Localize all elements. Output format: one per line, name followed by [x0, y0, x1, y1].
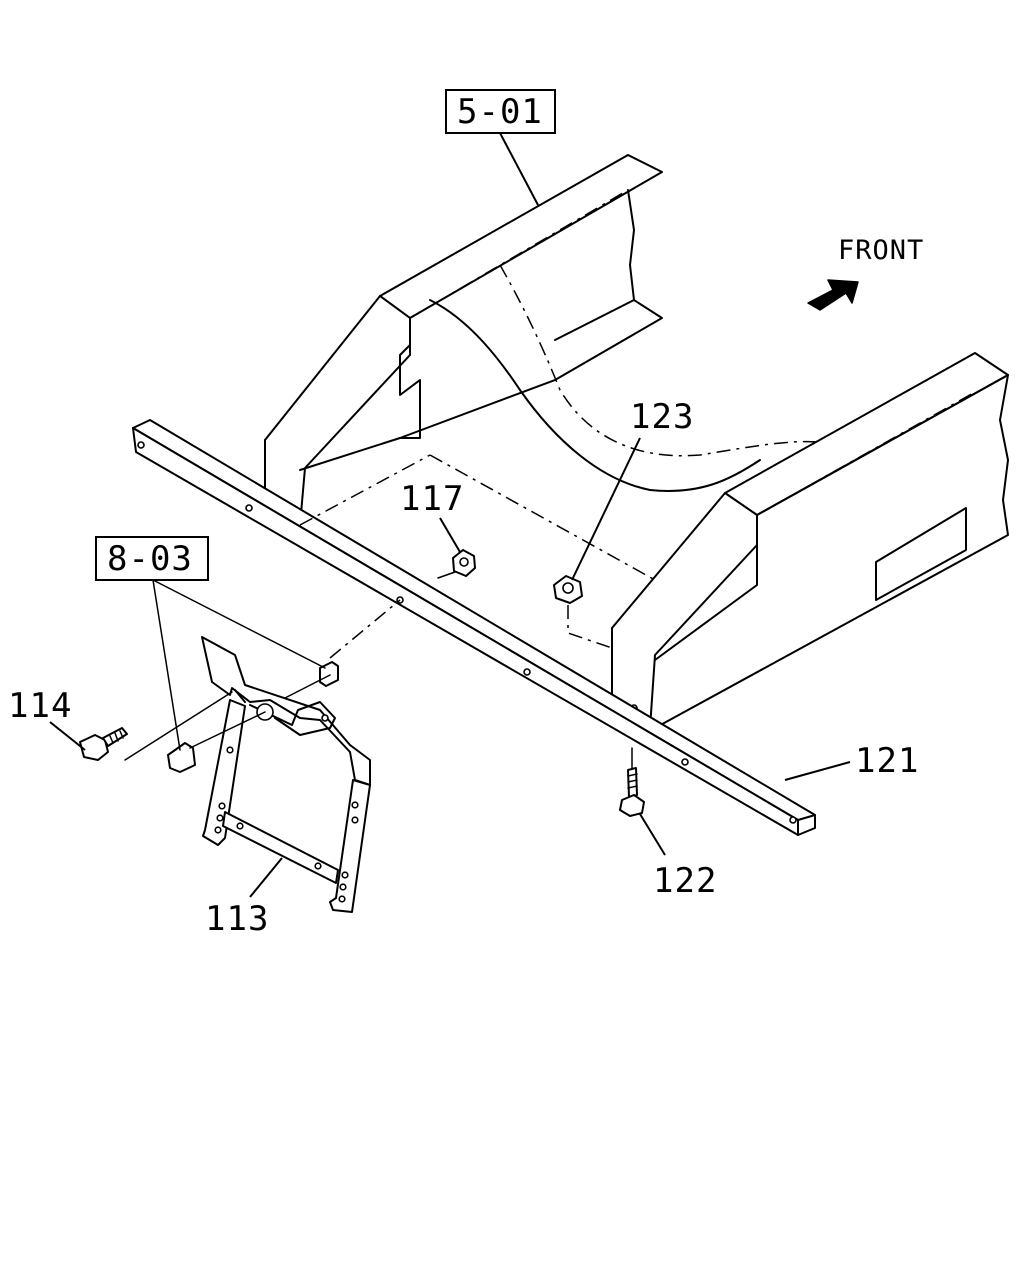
- right-rail-top: [724, 352, 1009, 516]
- leader-113: [249, 857, 283, 898]
- front-label: FRONT: [838, 235, 924, 266]
- leg-hole-4: [214, 826, 222, 834]
- leader-121: [784, 761, 851, 781]
- callout-122[interactable]: 122: [653, 861, 717, 901]
- cross-bar-hole-5: [681, 758, 689, 766]
- clip-nut: [319, 661, 339, 687]
- front-arrow-icon: [807, 279, 859, 311]
- leg-hole-6: [351, 816, 359, 824]
- cross-bar-hole-6: [789, 816, 797, 824]
- bolt-122-head: [619, 794, 645, 817]
- leader-122: [639, 813, 666, 856]
- bolt-122-shank: [627, 767, 638, 798]
- leader-8-03-b: [152, 579, 326, 669]
- leader-114: [49, 721, 86, 751]
- bolt-122: [619, 747, 645, 817]
- cross-member-curve: [429, 299, 761, 492]
- bolt-122-thread: [627, 773, 638, 789]
- left-rail-outer-face: [264, 295, 411, 526]
- connect-line-1: [124, 691, 233, 761]
- leader-117: [439, 517, 461, 553]
- bracket-8-03-part: [167, 742, 196, 773]
- leg-hole-9: [338, 895, 346, 903]
- left-rail-inner-edge: [399, 317, 421, 439]
- connect-line-3: [284, 674, 331, 699]
- bolt-114-thread: [109, 730, 124, 744]
- callout-121[interactable]: 121: [855, 741, 919, 781]
- left-rail-web-line: [554, 189, 663, 381]
- leader-123: [571, 437, 641, 581]
- ref-8-03-frame: [95, 536, 209, 581]
- leg-hole-7: [341, 871, 349, 879]
- cross-member-hidden: [499, 264, 821, 457]
- cross-bar-121: [132, 419, 816, 836]
- callout-113[interactable]: 113: [205, 899, 269, 939]
- ref-5-01-label: 5-01: [457, 92, 543, 132]
- bracket-left-leg: [202, 699, 246, 846]
- cross-bar-edge: [797, 814, 816, 836]
- callout-123[interactable]: 123: [630, 397, 694, 437]
- nut-123-hole: [562, 582, 574, 594]
- right-rail-outer-face: [611, 492, 758, 729]
- right-rail-hidden: [756, 391, 976, 516]
- bolt-114: [79, 727, 128, 761]
- connect-line-2: [189, 711, 266, 749]
- leader-8-03-a: [152, 579, 181, 751]
- rail-hole-2: [314, 862, 322, 870]
- bolt-114-shank: [102, 727, 128, 747]
- callout-117[interactable]: 117: [400, 479, 464, 519]
- bracket-hole-a: [321, 714, 329, 722]
- left-rail-hidden: [409, 189, 629, 319]
- bolt-114-head: [79, 734, 109, 761]
- bracket-plate-detail: [234, 689, 336, 736]
- leg-hole-2: [218, 802, 226, 810]
- leader-5-01: [499, 132, 539, 206]
- front-indicator: FRONT: [807, 235, 924, 311]
- cross-member-lower: [399, 379, 556, 439]
- bracket-assembly-113: [167, 636, 371, 913]
- ref-8-03-label: 8-03: [107, 539, 193, 579]
- nut-117: [452, 549, 476, 577]
- bracket-right-leg: [329, 779, 371, 913]
- left-rail-top: [379, 154, 663, 319]
- nut-123: [553, 575, 583, 604]
- connect-line-4: [437, 571, 456, 579]
- right-rail-panel: [875, 507, 967, 601]
- hidden-line-bar: [329, 599, 401, 659]
- bracket-bottom-rail: [222, 811, 339, 884]
- reference-box-5-01[interactable]: 5-01: [445, 89, 556, 134]
- left-rail-flange: [554, 299, 635, 341]
- cross-bar-hole-4: [523, 668, 531, 676]
- nut-117-hole: [459, 557, 469, 567]
- cross-bar-hole-1: [137, 441, 145, 449]
- hidden-line-top: [299, 454, 656, 581]
- ref-5-01-frame: [445, 89, 556, 134]
- rail-hole-1: [236, 822, 244, 830]
- right-rail-web: [654, 374, 1009, 729]
- cross-bar-hole-2: [245, 504, 253, 512]
- leg-hole-3: [216, 814, 224, 822]
- leg-hole-8: [339, 883, 347, 891]
- cross-member-lower-2: [299, 437, 401, 471]
- chassis-frame: [264, 154, 1009, 733]
- hidden-line-123: [567, 605, 613, 649]
- callout-114[interactable]: 114: [8, 686, 72, 726]
- leg-hole-5: [351, 801, 359, 809]
- bracket-upper-plate: [201, 636, 371, 786]
- leg-hole-1: [226, 746, 234, 754]
- reference-box-8-03[interactable]: 8-03: [95, 536, 209, 581]
